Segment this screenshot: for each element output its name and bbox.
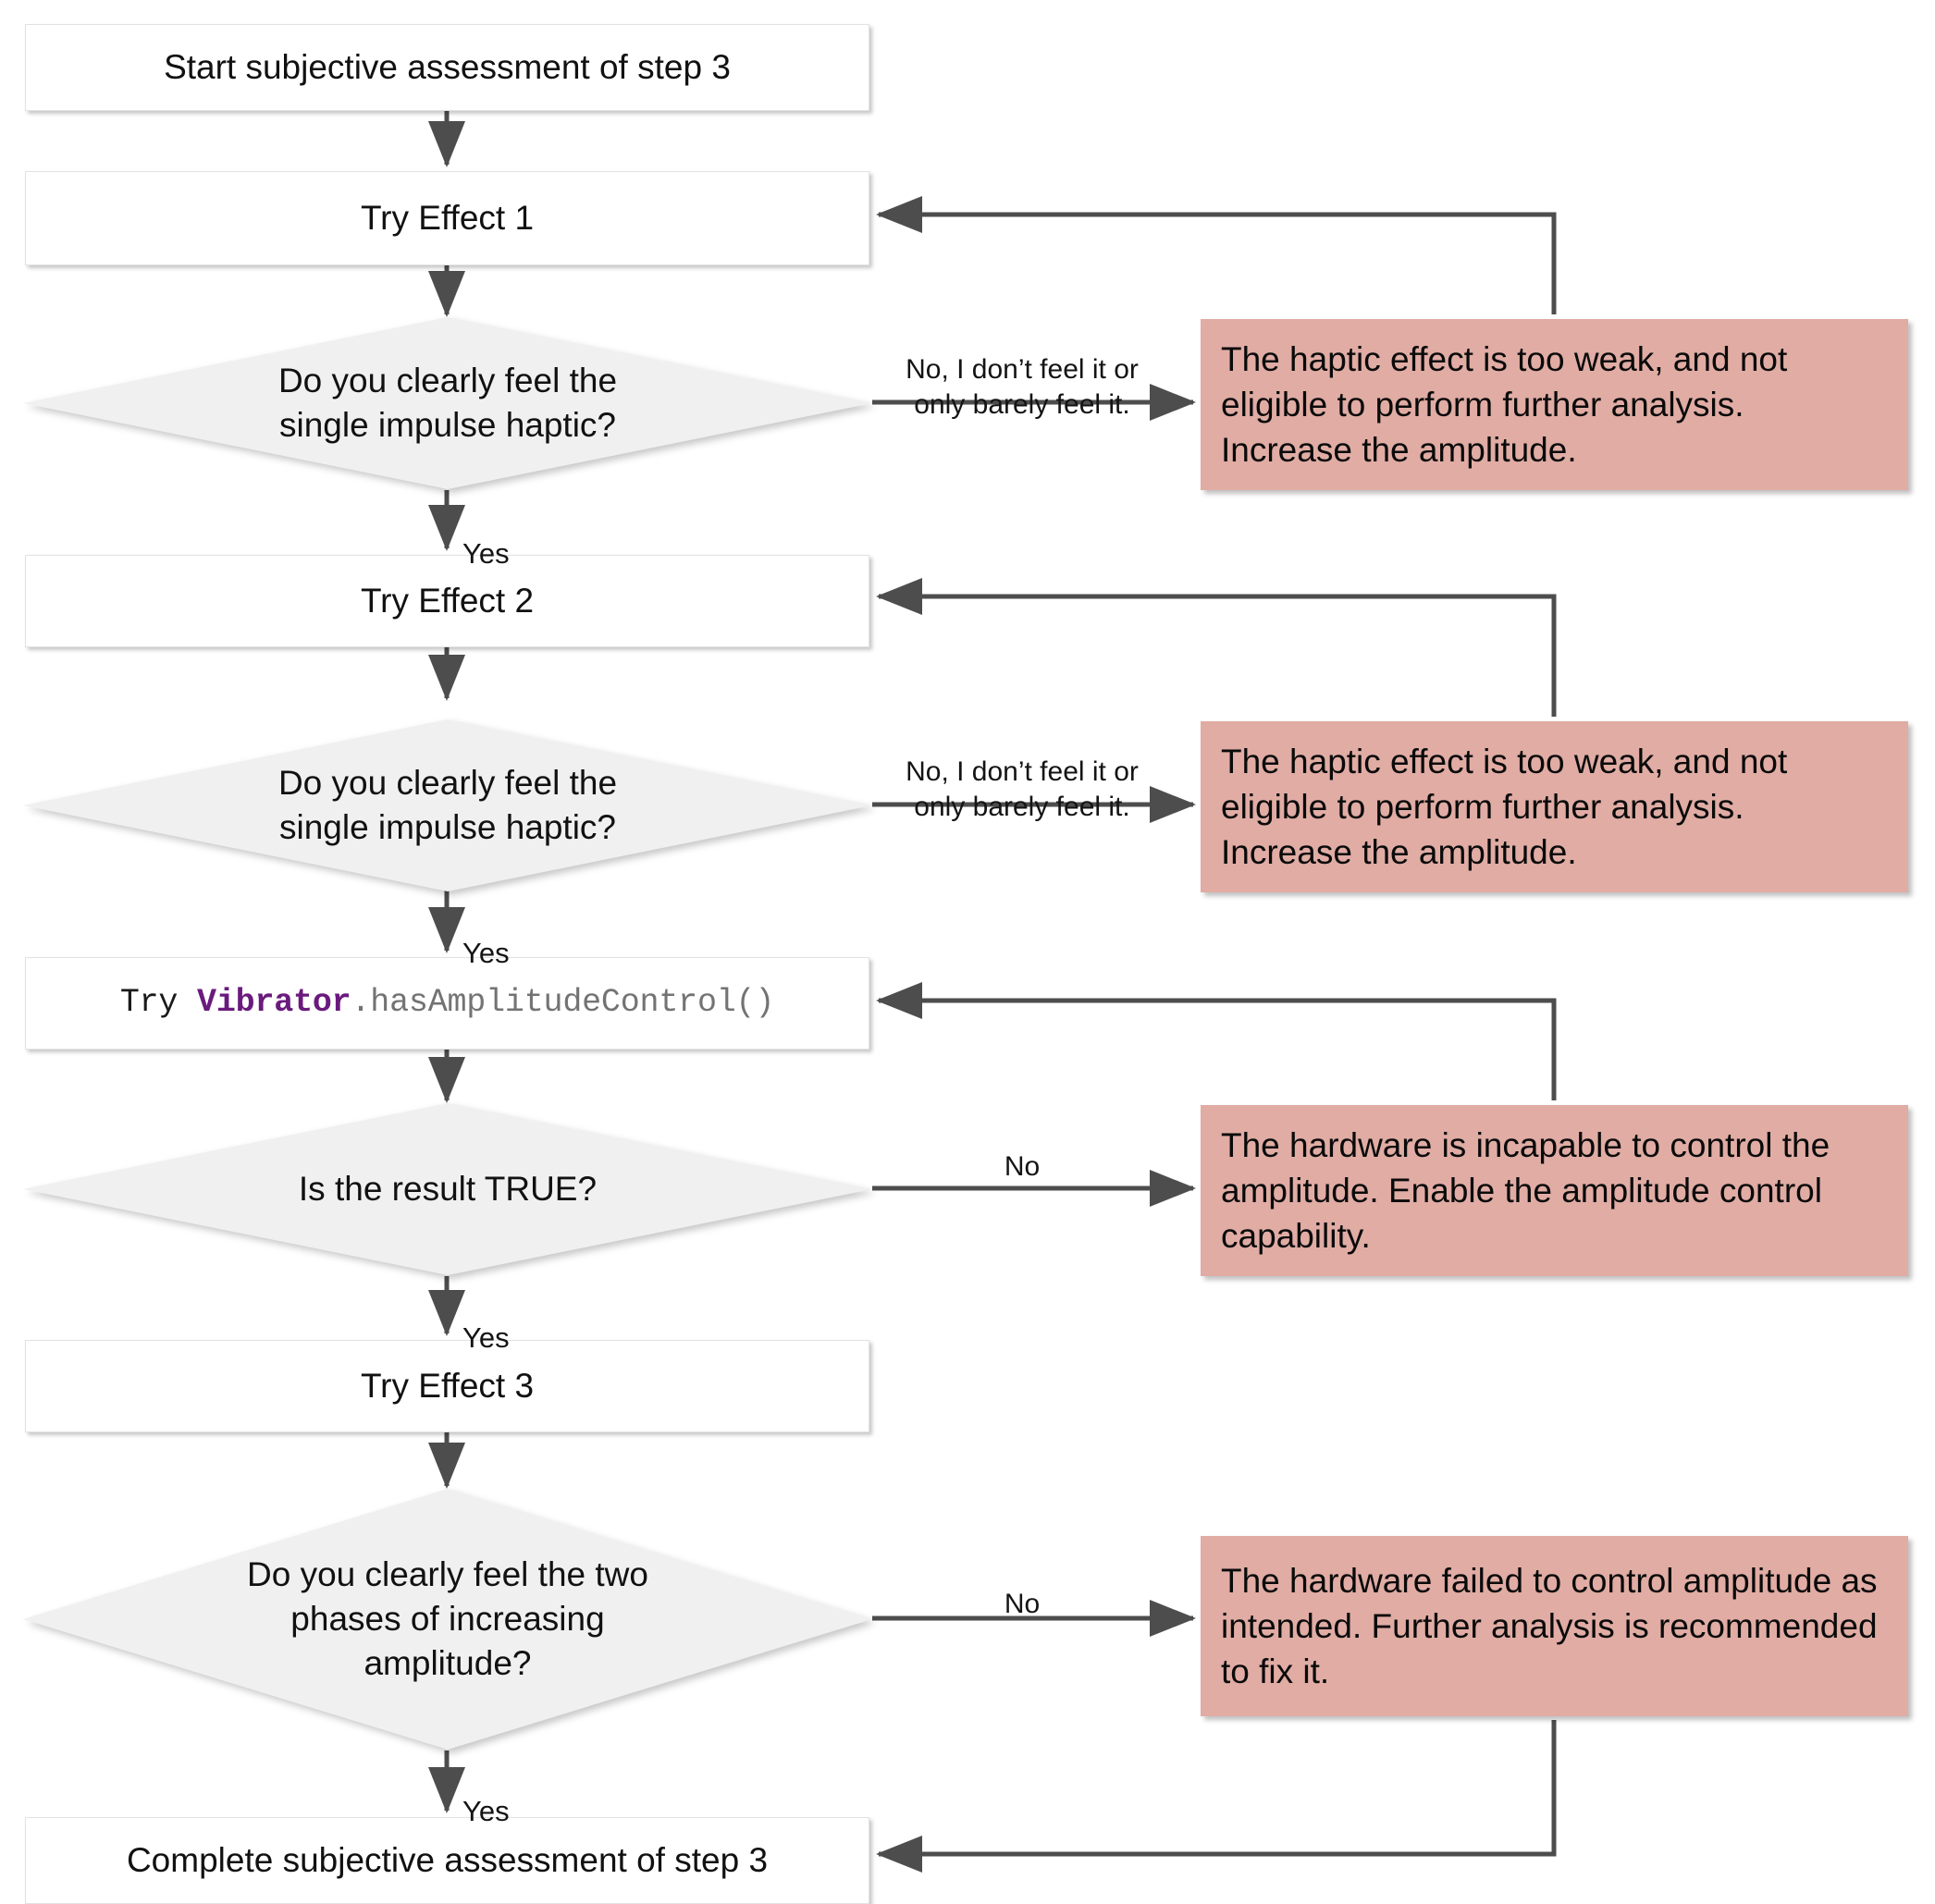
note-2-line-1: The haptic effect is too weak, and not — [1221, 742, 1788, 780]
code-keyword: Vibrator — [197, 984, 351, 1022]
note-2-line-2: eligible to perform further analysis. — [1221, 787, 1744, 826]
edge-label-yes-1-text: Yes — [462, 537, 510, 571]
node-note-1[interactable]: The haptic effect is too weak, and not e… — [1201, 319, 1908, 490]
edge-label-no-feel-2: No, I don’t feel it or only barely feel … — [888, 719, 1156, 825]
node-try-effect-2-label: Try Effect 2 — [360, 581, 535, 620]
code-method: .hasAmplitudeControl() — [351, 984, 775, 1022]
edge-note4-loop-complete — [875, 1720, 1557, 1873]
edge-label-no-4-text: No — [1004, 1589, 1041, 1620]
edge-label-no-feel-1-text: No, I don’t feel it or only barely feel … — [906, 354, 1139, 421]
code-prefix: Try — [119, 984, 198, 1022]
node-start-label: Start subjective assessment of step 3 — [164, 47, 731, 86]
note-3-text: The hardware is incapable to control the… — [1221, 1123, 1830, 1259]
edge-label-yes-4: Yes — [462, 1757, 573, 1830]
node-decision-1-shape[interactable] — [23, 317, 872, 489]
note-4-line-1: The hardware failed to control amplitude… — [1221, 1561, 1878, 1600]
edge-label-yes-2: Yes — [462, 899, 573, 972]
note-2-text: The haptic effect is too weak, and not e… — [1221, 739, 1787, 876]
node-decision-3-shape[interactable] — [23, 1103, 872, 1275]
node-complete[interactable]: Complete subjective assessment of step 3 — [25, 1817, 869, 1904]
node-note-4[interactable]: The hardware failed to control amplitude… — [1201, 1536, 1908, 1716]
node-try-effect-3-label: Try Effect 3 — [360, 1366, 535, 1405]
edge-label-yes-1: Yes — [462, 499, 573, 572]
node-try-effect-2[interactable]: Try Effect 2 — [25, 555, 869, 647]
node-try-has-amplitude-control-label: Try Vibrator.hasAmplitudeControl() — [119, 983, 775, 1024]
note-3-line-3: capability. — [1221, 1217, 1371, 1256]
note-3-line-1: The hardware is incapable to control the — [1221, 1125, 1830, 1164]
edge-label-no-3: No — [980, 1114, 1064, 1185]
node-note-2[interactable]: The haptic effect is too weak, and not e… — [1201, 721, 1908, 892]
note-4-line-3: to fix it. — [1221, 1652, 1330, 1691]
edge-label-no-3-text: No — [1004, 1151, 1041, 1183]
edge-note1-loop-effect1 — [875, 196, 1557, 314]
edge-label-yes-3: Yes — [462, 1284, 573, 1357]
edge-label-yes-4-text: Yes — [462, 1795, 510, 1828]
note-3-line-2: amplitude. Enable the amplitude control — [1221, 1171, 1822, 1210]
edge-label-no-feel-1: No, I don’t feel it or only barely feel … — [888, 317, 1156, 423]
node-decision-4-shape[interactable] — [23, 1489, 872, 1750]
node-try-effect-3[interactable]: Try Effect 3 — [25, 1340, 869, 1432]
edge-label-no-feel-2-text: No, I don’t feel it or only barely feel … — [906, 756, 1139, 823]
node-try-effect-1[interactable]: Try Effect 1 — [25, 171, 869, 265]
note-1-line-1: The haptic effect is too weak, and not — [1221, 339, 1788, 378]
note-1-text: The haptic effect is too weak, and not e… — [1221, 337, 1787, 473]
edge-label-yes-3-text: Yes — [462, 1321, 510, 1355]
note-4-line-2: intended. Further analysis is recommende… — [1221, 1606, 1878, 1645]
note-2-line-3: Increase the amplitude. — [1221, 833, 1577, 872]
node-decision-2-shape[interactable] — [23, 719, 872, 891]
node-complete-label: Complete subjective assessment of step 3 — [126, 1840, 769, 1879]
node-note-3[interactable]: The hardware is incapable to control the… — [1201, 1105, 1908, 1276]
node-try-has-amplitude-control[interactable]: Try Vibrator.hasAmplitudeControl() — [25, 957, 869, 1050]
edge-label-no-4: No — [980, 1552, 1064, 1622]
edge-label-yes-2-text: Yes — [462, 937, 510, 970]
node-start[interactable]: Start subjective assessment of step 3 — [25, 24, 869, 111]
note-4-text: The hardware failed to control amplitude… — [1221, 1558, 1878, 1695]
edge-note3-loop-hasamplitude — [875, 982, 1557, 1100]
note-1-line-3: Increase the amplitude. — [1221, 431, 1577, 470]
edge-note2-loop-effect2 — [875, 578, 1557, 717]
note-1-line-2: eligible to perform further analysis. — [1221, 385, 1744, 424]
node-try-effect-1-label: Try Effect 1 — [360, 198, 535, 237]
